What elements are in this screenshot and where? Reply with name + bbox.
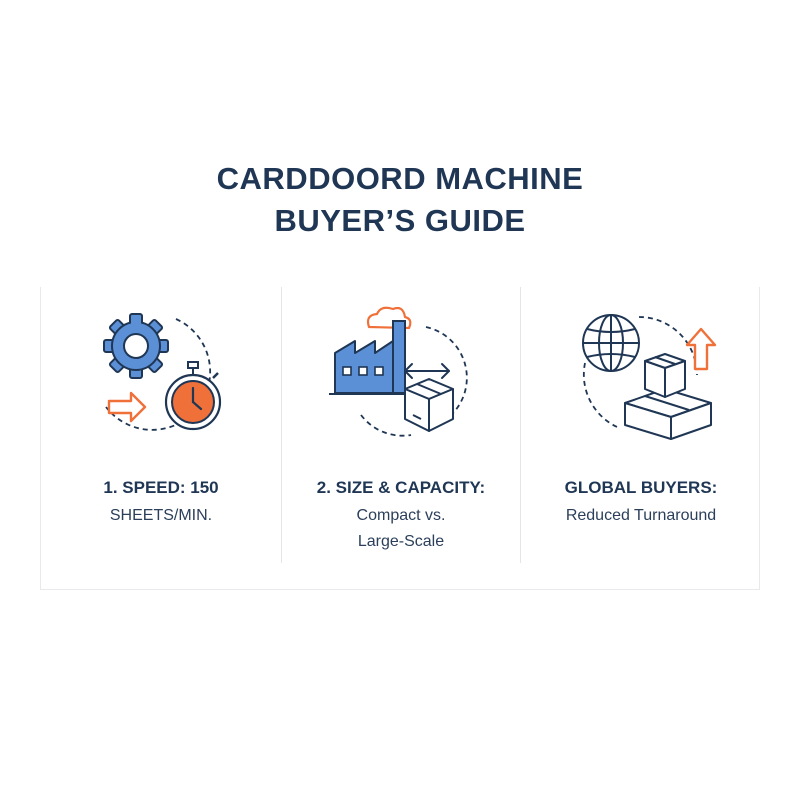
- stopwatch-icon: [164, 361, 222, 431]
- globe-icon: [582, 314, 640, 372]
- global-buyers-subtitle-line: Reduced Turnaround: [565, 507, 717, 524]
- card-divider: [520, 287, 521, 563]
- global-buyers-subtitle: Reduced Turnaround: [521, 503, 761, 529]
- arrow-up-icon: [685, 327, 717, 371]
- title-line-2: BUYER’S GUIDE: [274, 203, 526, 238]
- global-buyers-heading: GLOBAL BUYERS:: [564, 478, 718, 497]
- size-capacity-subtitle-line-1: Compact vs.: [356, 507, 446, 524]
- features-panel: 1. SPEED: 150 SHEETS/MIN.: [40, 287, 760, 590]
- stacked-boxes-icon: [624, 353, 712, 440]
- speed-illustration: [103, 313, 222, 431]
- dashed-orbit-icon: [582, 316, 698, 428]
- factory-icon: [329, 320, 417, 395]
- size-capacity-subtitle-line-2: Large-Scale: [357, 533, 445, 550]
- size-capacity-illustration: [329, 306, 468, 437]
- global-buyers-illustration: [582, 314, 717, 440]
- global-buyers-card: GLOBAL BUYERS: Reduced Turnaround: [521, 287, 761, 587]
- speed-card: 1. SPEED: 150 SHEETS/MIN.: [41, 287, 281, 587]
- dashed-orbit-icon: [360, 326, 468, 437]
- card-divider: [281, 287, 282, 563]
- arrow-right-icon: [107, 391, 147, 423]
- gear-icon: [103, 313, 169, 379]
- size-capacity-subtitle: Compact vs. Large-Scale: [281, 503, 521, 555]
- speed-heading: 1. SPEED: 150: [103, 478, 219, 497]
- size-capacity-card: 2. SIZE & CAPACITY: Compact vs. Large-Sc…: [281, 287, 521, 587]
- page-title: CARDDOORD MACHINE BUYER’S GUIDE: [0, 158, 800, 242]
- title-line-1: CARDDOORD MACHINE: [216, 161, 584, 196]
- dashed-orbit-icon: [105, 318, 212, 431]
- speed-subtitle-line: SHEETS/MIN.: [109, 507, 213, 524]
- double-arrow-icon: [404, 363, 450, 379]
- size-capacity-heading: 2. SIZE & CAPACITY:: [316, 478, 486, 497]
- box-icon: [404, 378, 454, 432]
- speed-subtitle: SHEETS/MIN.: [41, 503, 281, 529]
